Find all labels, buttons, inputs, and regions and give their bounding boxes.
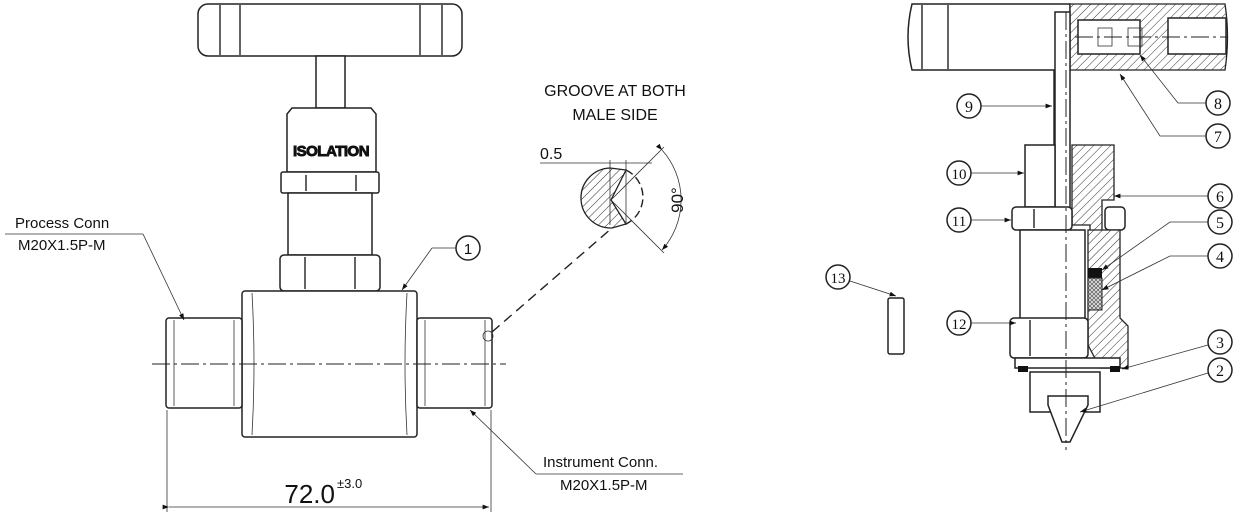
packing bbox=[1087, 277, 1103, 311]
front-view: ISOLATION 72.0 ±3.0 bbox=[5, 3, 683, 512]
bonnet: ISOLATION bbox=[286, 107, 377, 173]
svg-text:8: 8 bbox=[1214, 96, 1222, 113]
svg-text:13: 13 bbox=[831, 271, 846, 287]
balloon-1-label: 1 bbox=[464, 241, 472, 258]
svg-text:10: 10 bbox=[952, 167, 967, 183]
t-handle bbox=[197, 3, 463, 57]
process-conn-spec: M20X1.5P-M bbox=[18, 237, 106, 254]
svg-text:6: 6 bbox=[1216, 189, 1224, 206]
instrument-end-fitting bbox=[416, 317, 493, 409]
spindle bbox=[1054, 11, 1071, 238]
packing-ring bbox=[1088, 268, 1102, 278]
dimension-tolerance: ±3.0 bbox=[337, 476, 362, 491]
process-conn-callout: Process Conn M20X1.5P-M bbox=[5, 215, 185, 321]
svg-text:7: 7 bbox=[1214, 129, 1222, 146]
svg-text:9: 9 bbox=[965, 99, 973, 116]
length-dimension: 72.0 ±3.0 bbox=[162, 410, 492, 512]
section-view: 9 10 11 12 13 8 7 6 5 4 3 2 bbox=[825, 3, 1233, 450]
balloon-7: 7 bbox=[1119, 73, 1231, 149]
dimension-value: 72.0 bbox=[284, 479, 335, 509]
stem bbox=[315, 55, 346, 109]
svg-text:12: 12 bbox=[952, 317, 967, 333]
process-end-fitting bbox=[165, 317, 243, 409]
balloon-3: 3 bbox=[1121, 329, 1233, 370]
groove-marker bbox=[482, 330, 494, 342]
svg-text:4: 4 bbox=[1216, 249, 1224, 266]
balloon-9: 9 bbox=[956, 93, 1052, 119]
balloon-10: 10 bbox=[946, 160, 1024, 186]
hex-nut bbox=[279, 254, 381, 292]
groove-angle: 90° bbox=[668, 187, 687, 213]
groove-title-line1: GROOVE AT BOTH bbox=[544, 83, 686, 100]
isolation-marking: ISOLATION bbox=[293, 143, 369, 160]
pin bbox=[887, 297, 905, 355]
svg-text:3: 3 bbox=[1216, 335, 1224, 352]
bonnet-neck bbox=[287, 192, 373, 256]
process-conn-label: Process Conn bbox=[15, 215, 109, 232]
balloon-12: 12 bbox=[946, 310, 1016, 336]
balloon-11: 11 bbox=[946, 207, 1011, 233]
svg-text:11: 11 bbox=[952, 214, 966, 230]
instrument-conn-spec: M20X1.5P-M bbox=[560, 477, 648, 494]
balloon-4: 4 bbox=[1101, 243, 1233, 291]
body-nut bbox=[1009, 317, 1089, 359]
balloon-8: 8 bbox=[1139, 54, 1231, 116]
balloon-1: 1 bbox=[401, 235, 481, 291]
groove-title-line2: MALE SIDE bbox=[572, 107, 657, 124]
handle-section bbox=[907, 3, 1229, 71]
balloon-13: 13 bbox=[825, 264, 897, 297]
groove-depth: 0.5 bbox=[540, 146, 562, 163]
bonnet-section bbox=[1019, 229, 1086, 321]
svg-text:5: 5 bbox=[1216, 215, 1224, 232]
groove-detail: GROOVE AT BOTH MALE SIDE 0.5 90° bbox=[540, 83, 687, 254]
small-hex-nut bbox=[280, 171, 380, 194]
balloon-5: 5 bbox=[1101, 209, 1233, 271]
balloon-2: 2 bbox=[1079, 357, 1233, 413]
instrument-conn-callout: Instrument Conn. M20X1.5P-M bbox=[469, 409, 683, 494]
lock-nut bbox=[1011, 206, 1126, 231]
gland bbox=[1024, 144, 1056, 208]
balloon-6: 6 bbox=[1114, 183, 1233, 209]
svg-text:2: 2 bbox=[1216, 363, 1224, 380]
instrument-conn-label: Instrument Conn. bbox=[543, 454, 658, 471]
